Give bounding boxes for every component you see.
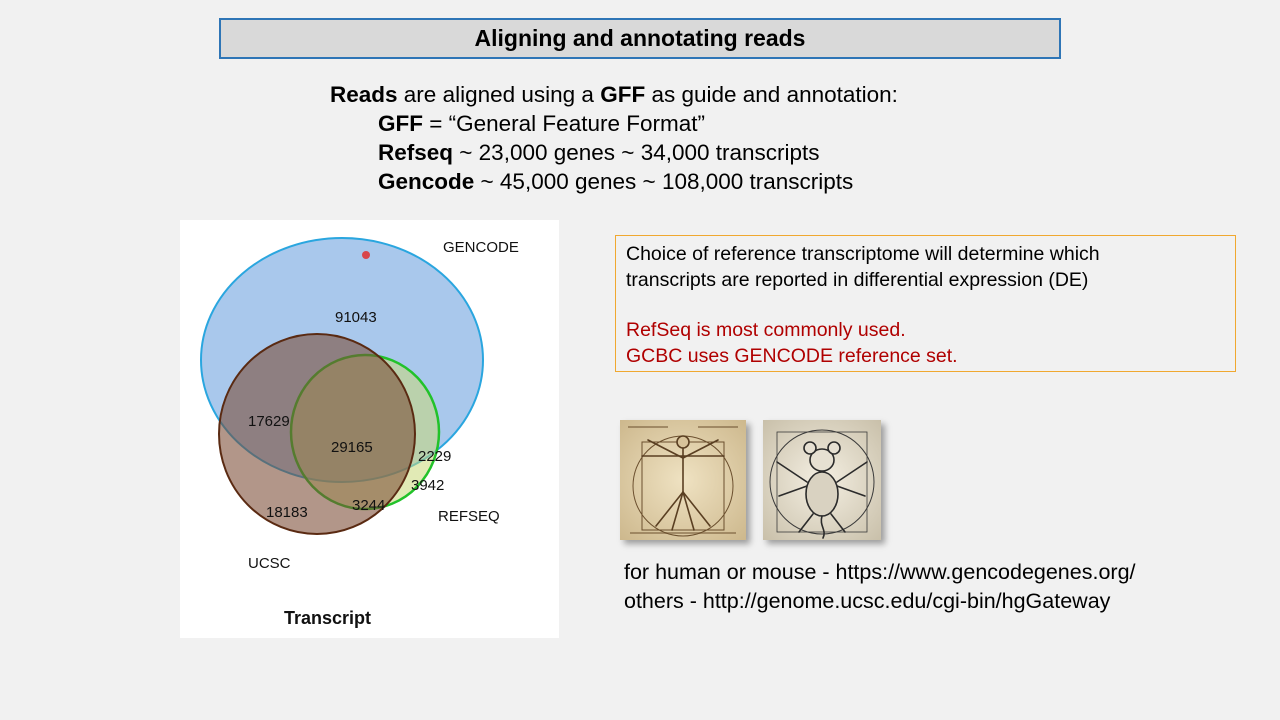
ucsc-set-label: UCSC bbox=[248, 555, 291, 572]
note-line-1: Choice of reference transcriptome will d… bbox=[626, 243, 1100, 265]
ucsc-circle bbox=[218, 333, 416, 535]
gff-term: GFF bbox=[600, 82, 646, 107]
gencode-ucsc-count: 17629 bbox=[248, 413, 290, 430]
intro-line-gencode: Gencode ~ 45,000 genes ~ 108,000 transcr… bbox=[330, 167, 898, 196]
note-line-2: transcripts are reported in differential… bbox=[626, 268, 1089, 291]
intro-line-refseq: Refseq ~ 23,000 genes ~ 34,000 transcrip… bbox=[330, 138, 898, 167]
all-three-count: 29165 bbox=[331, 439, 373, 456]
gff-definition: = “General Feature Format” bbox=[423, 111, 705, 136]
reads-term: Reads bbox=[330, 82, 398, 107]
note-refseq-line: RefSeq is most commonly used. bbox=[626, 319, 906, 341]
intro-line-gff: GFF = “General Feature Format” bbox=[330, 109, 898, 138]
gencode-only-count: 91043 bbox=[335, 309, 377, 326]
gencode-refseq-count: 2229 bbox=[418, 448, 451, 465]
gencode-set-label: GENCODE bbox=[443, 239, 519, 256]
gencode-link[interactable]: for human or mouse - https://www.gencode… bbox=[624, 560, 1136, 584]
intro-end: as guide and annotation: bbox=[645, 82, 898, 107]
refseq-label: Refseq bbox=[378, 140, 454, 165]
intro-mid: are aligned using a bbox=[397, 82, 601, 107]
vitruvian-man-image bbox=[620, 420, 746, 540]
intro-text: Reads are aligned using a GFF as guide a… bbox=[330, 80, 898, 196]
intro-line-reads: Reads are aligned using a GFF as guide a… bbox=[330, 80, 898, 109]
vitruvian-mouse-image bbox=[763, 420, 881, 540]
ucsc-link[interactable]: others - http://genome.ucsc.edu/cgi-bin/… bbox=[624, 589, 1111, 613]
venn-title: Transcript bbox=[284, 608, 371, 628]
gff-label: GFF bbox=[378, 111, 423, 136]
ucsc-refseq-count: 3244 bbox=[352, 497, 385, 514]
refseq-set-label: REFSEQ bbox=[438, 508, 500, 525]
cursor-dot-icon bbox=[362, 251, 370, 259]
venn-diagram: GENCODE REFSEQ UCSC 91043 17629 29165 22… bbox=[200, 237, 519, 628]
ucsc-only-count: 18183 bbox=[266, 504, 308, 521]
venn-diagram-panel: GENCODE REFSEQ UCSC 91043 17629 29165 22… bbox=[180, 220, 559, 638]
gencode-label: Gencode bbox=[378, 169, 475, 194]
slide-title-text: Aligning and annotating reads bbox=[474, 25, 806, 51]
reference-note-box: Choice of reference transcriptome will d… bbox=[615, 235, 1236, 372]
gencode-counts: ~ 45,000 genes ~ 108,000 transcripts bbox=[474, 169, 854, 194]
refseq-only-count: 3942 bbox=[411, 477, 444, 494]
slide-title: Aligning and annotating reads bbox=[219, 18, 1061, 59]
refseq-counts: ~ 23,000 genes ~ 34,000 transcripts bbox=[453, 140, 820, 165]
reference-links: for human or mouse - https://www.gencode… bbox=[624, 558, 1136, 616]
note-gcbc-line: GCBC uses GENCODE reference set. bbox=[626, 344, 958, 367]
